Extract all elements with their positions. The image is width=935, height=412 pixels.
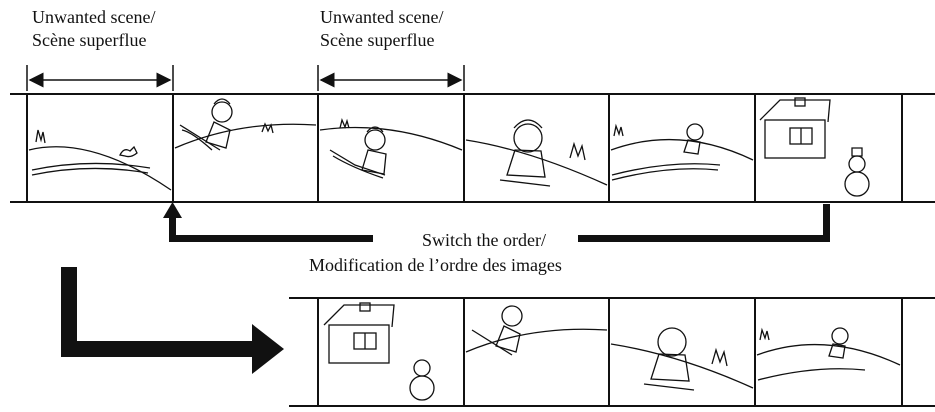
frame-skier-jump: [174, 98, 317, 151]
edited-film-strip: [289, 297, 935, 407]
unwanted-span-1: [26, 65, 174, 91]
edited-frame-cabin-snowman: [323, 302, 435, 401]
frame-hill-dog: [28, 129, 172, 191]
unwanted-scene-label-1: Unwanted scene/ Scène superflue: [32, 7, 156, 50]
big-arrow: [61, 267, 284, 374]
frame-skier-slope: [319, 117, 463, 179]
frame-skier-dog: [610, 123, 754, 181]
switch-order-arrow: [163, 202, 830, 242]
edited-frame-skier-dog: [756, 327, 901, 381]
frame-skier-closeup: [465, 119, 608, 187]
switch-order-label-fr: Modification de l’ordre des images: [309, 255, 562, 275]
unwanted-span-2: [317, 65, 465, 91]
edited-frame-skier-jump: [465, 305, 608, 356]
frame-cabin-snowman: [759, 97, 870, 197]
switch-order-label: Switch the order/: [422, 230, 546, 250]
unwanted-scene-label-2: Unwanted scene/ Scène superflue: [320, 7, 444, 50]
original-film-strip: [10, 93, 935, 203]
edited-frame-skier-closeup: [610, 327, 754, 391]
